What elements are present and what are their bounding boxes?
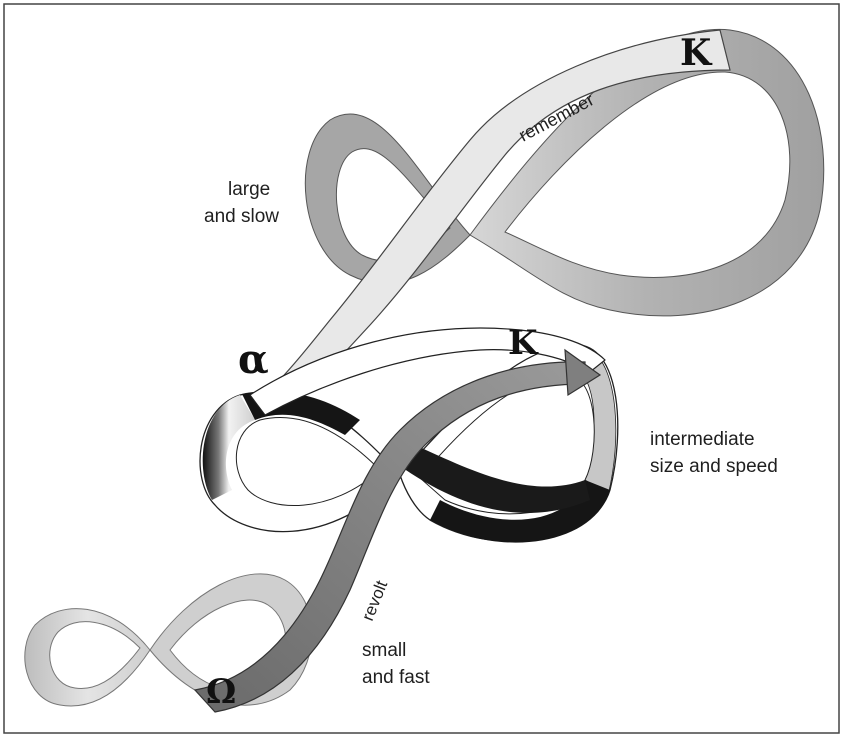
figure-border <box>3 3 840 734</box>
small-fast-line1: small <box>362 640 406 661</box>
intermediate-line2: size and speed <box>650 456 778 477</box>
kappa-intermediate-symbol: K <box>508 323 539 363</box>
small-fast-label: small and fast <box>362 640 430 688</box>
revolt-label: revolt <box>358 578 391 624</box>
large-slow-line1: large <box>228 179 270 200</box>
alpha-symbol: α <box>238 336 269 383</box>
small-fast-line2: and fast <box>362 667 430 688</box>
intermediate-loop <box>199 327 619 543</box>
omega-symbol: Ω <box>206 672 236 712</box>
large-slow-label: large and slow <box>204 179 279 227</box>
kappa-large-symbol: K <box>680 32 713 74</box>
large-slow-loop <box>304 28 825 317</box>
intermediate-line1: intermediate <box>650 429 755 450</box>
large-slow-line2: and slow <box>204 206 279 227</box>
intermediate-label: intermediate size and speed <box>650 429 778 477</box>
